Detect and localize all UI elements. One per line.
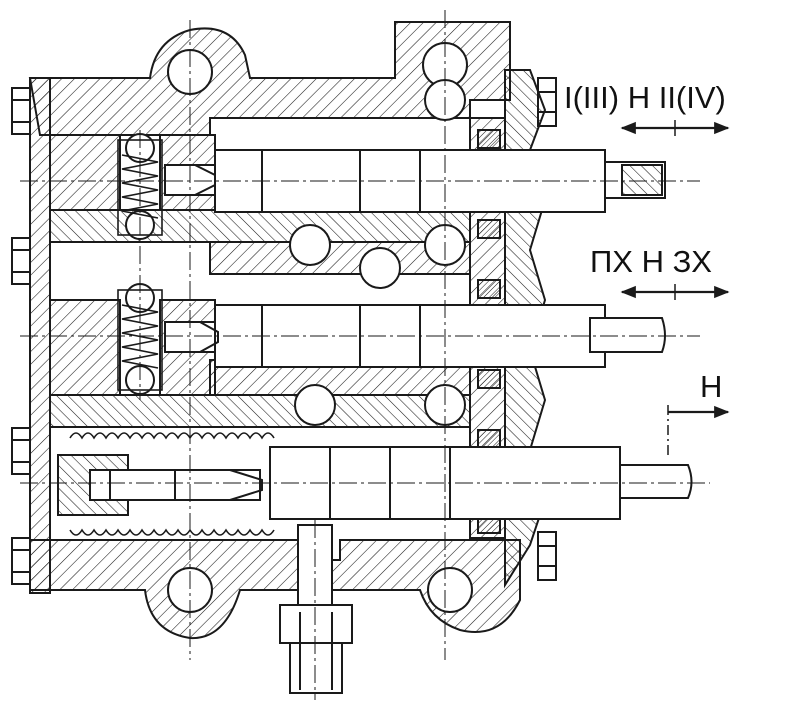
housing [28, 21, 521, 640]
label-shift-2: ПХ H ЗХ [590, 244, 712, 279]
label-shift-3: H [700, 369, 722, 404]
centre-lines [20, 10, 710, 700]
bolts [11, 77, 557, 585]
inner-walls [49, 134, 471, 428]
label-shift-1: I(III) H II(IV) [564, 80, 726, 115]
direction-arrows [620, 120, 730, 455]
